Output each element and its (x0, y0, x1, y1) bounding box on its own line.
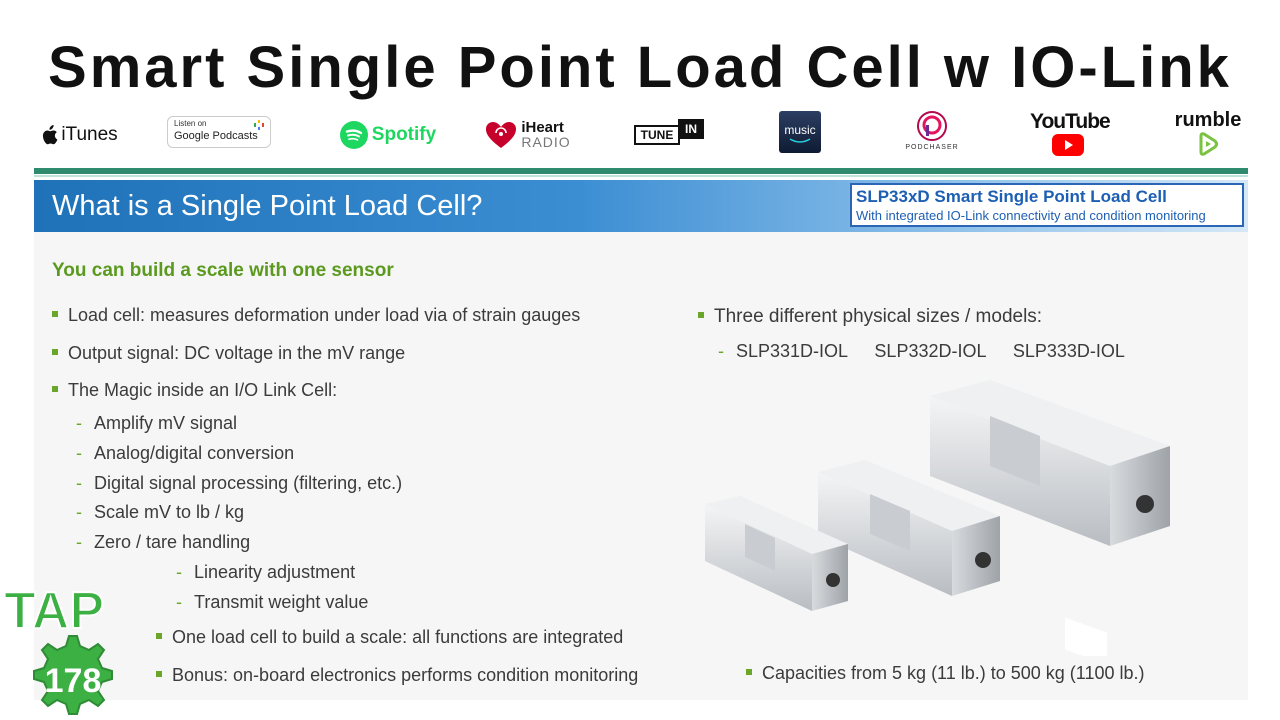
sub-sub-bullet-text: Transmit weight value (194, 592, 369, 612)
google-podcasts-link[interactable]: Listen on Google Podcasts (167, 116, 271, 148)
model-name: SLP333D-IOL (1012, 341, 1125, 361)
header-divider (34, 168, 1248, 174)
bullet-text: The Magic inside an I/O Link Cell: (68, 380, 338, 400)
capacities-bullet: Capacities from 5 kg (11 lb.) to 500 kg … (746, 662, 1145, 684)
google-podcasts-icon (254, 120, 264, 130)
tunein-link[interactable]: TUNE IN (634, 117, 708, 147)
product-callout: SLP33xD Smart Single Point Load Cell Wit… (850, 183, 1244, 227)
apple-icon (43, 125, 58, 145)
youtube-link[interactable]: YouTube (1030, 110, 1111, 160)
bullet-item: Load cell: measures deformation under lo… (52, 304, 580, 326)
spotify-link[interactable]: Spotify (338, 110, 438, 160)
load-cells-image (705, 380, 1170, 656)
sub-bullet-text: Analog/digital conversion (94, 443, 295, 463)
sub-sub-bullet-item: -Linearity adjustment (176, 562, 356, 582)
bullet-item: Output signal: DC voltage in the mV rang… (52, 342, 405, 364)
spotify-label: Spotify (371, 124, 437, 145)
rumble-label: rumble (1174, 109, 1242, 131)
radio-label: RADIO (521, 134, 571, 150)
bullet-square-icon (52, 311, 58, 318)
sub-bullet-text: Digital signal processing (filtering, et… (94, 473, 403, 493)
spotify-icon (339, 121, 368, 149)
load-cell-small (705, 496, 848, 611)
amazon-music-link[interactable]: music (779, 111, 821, 153)
google-podcasts-label: Google Podcasts (174, 130, 258, 142)
youtube-label: YouTube (1030, 110, 1111, 133)
itunes-label: iTunes (61, 124, 118, 145)
load-cell-large (930, 380, 1170, 656)
slide-subheading: You can build a scale with one sensor (52, 260, 394, 281)
gear-icon (33, 635, 113, 715)
brand-label (1065, 617, 1107, 656)
rumble-play-icon (1199, 132, 1218, 156)
sub-bullet-item: -Amplify mV signal (76, 413, 238, 433)
bullet-text: Output signal: DC voltage in the mV rang… (68, 343, 406, 363)
sub-bullet-text: Scale mV to lb / kg (94, 502, 245, 522)
bullet-text: Load cell: measures deformation under lo… (68, 305, 581, 325)
product-description: With integrated IO-Link connectivity and… (856, 208, 1206, 223)
podchaser-link[interactable]: PODCHASER (892, 111, 972, 159)
logo-line2: 178 (45, 662, 102, 700)
header-divider-light (34, 175, 1248, 177)
bullet-square-icon (156, 633, 162, 640)
google-listen-on: Listen on (174, 119, 207, 128)
model-name: SLP331D-IOL (736, 341, 848, 361)
load-cell-medium (818, 460, 1000, 596)
amazon-music-label: music (784, 123, 816, 137)
sub-bullet-item: -Digital signal processing (filtering, e… (76, 473, 403, 493)
sub-sub-bullet-item: -Transmit weight value (176, 592, 369, 612)
sub-bullet-item: -Scale mV to lb / kg (76, 502, 245, 522)
sub-sub-bullet-text: Linearity adjustment (194, 562, 356, 582)
video-title: Smart Single Point Load Cell w IO-Link (48, 35, 1232, 100)
sizes-heading: Three different physical sizes / models: (714, 306, 1043, 327)
podchaser-icon (917, 111, 947, 141)
product-name: SLP33xD Smart Single Point Load Cell (856, 187, 1167, 206)
tunein-tune: TUNE (634, 125, 680, 145)
bullet-square-icon (52, 349, 58, 356)
iheartradio-icon (486, 122, 517, 148)
itunes-link[interactable]: iTunes (34, 110, 124, 160)
bullet-square-icon (746, 669, 752, 676)
iheart-label: iHeart (521, 119, 564, 136)
models-line: -SLP331D-IOL SLP332D-IOL SLP333D-IOL (718, 341, 1125, 361)
amazon-smile-icon (789, 138, 811, 143)
bullet-item: One load cell to build a scale: all func… (156, 626, 623, 648)
sub-bullet-text: Amplify mV signal (94, 413, 238, 433)
iheartradio-link[interactable]: iHeart RADIO (480, 110, 576, 160)
bullet-square-icon (698, 311, 704, 318)
podchaser-label: PODCHASER (905, 144, 959, 151)
rumble-link[interactable]: rumble (1166, 108, 1250, 158)
sub-bullet-item: -Zero / tare handling (76, 532, 251, 552)
bullet-square-icon (52, 386, 58, 393)
sub-bullet-item: -Analog/digital conversion (76, 443, 295, 463)
bullet-item: The Magic inside an I/O Link Cell: (52, 379, 337, 401)
bullet-text: One load cell to build a scale: all func… (172, 627, 624, 647)
youtube-play-icon (1052, 134, 1084, 156)
sizes-bullet: Three different physical sizes / models: (698, 306, 1042, 328)
tap-178-logo: TAP 178 (3, 581, 113, 715)
capacities-text: Capacities from 5 kg (11 lb.) to 500 kg … (762, 663, 1145, 683)
logo-line1: TAP (4, 582, 104, 640)
model-name: SLP332D-IOL (874, 341, 986, 361)
bullet-square-icon (156, 671, 162, 678)
bullet-item: Bonus: on-board electronics performs con… (156, 664, 638, 686)
slide-heading: What is a Single Point Load Cell? (52, 190, 483, 222)
bullet-text: Bonus: on-board electronics performs con… (172, 665, 639, 685)
sub-bullet-text: Zero / tare handling (94, 532, 251, 552)
tunein-in: IN (678, 119, 704, 139)
